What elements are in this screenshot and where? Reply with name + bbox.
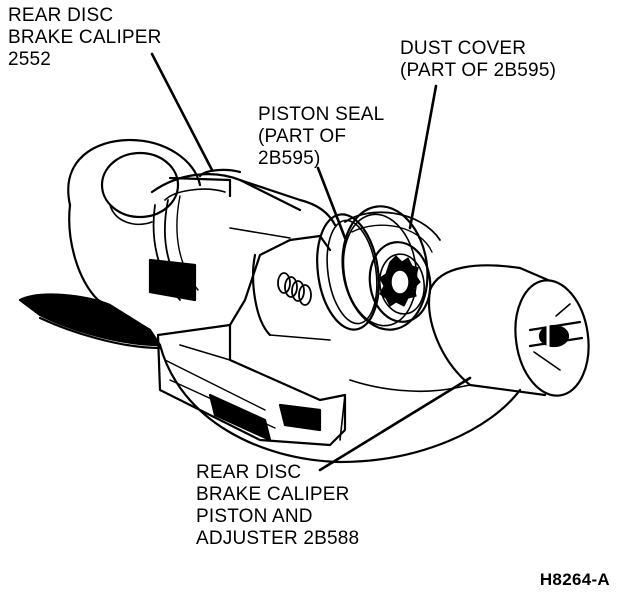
- callout-piston-adjuster: REAR DISC BRAKE CALIPER PISTON AND ADJUS…: [196, 462, 359, 550]
- callout-piston-seal: PISTON SEAL (PART OF 2B595): [258, 104, 384, 170]
- dust-cover: [341, 205, 441, 331]
- callout-dust-cover-line2: (PART OF 2B595): [400, 60, 557, 81]
- callout-piston-adjuster-line4: ADJUSTER 2B588: [196, 528, 360, 549]
- callout-dust-cover: DUST COVER (PART OF 2B595): [400, 38, 556, 82]
- piston: [428, 264, 590, 397]
- figure-id: H8264-A: [539, 570, 610, 589]
- callout-caliper-line3: 2552: [8, 49, 52, 70]
- leader-piston-seal: [316, 166, 347, 240]
- callout-dust-cover-line1: DUST COVER: [400, 38, 527, 59]
- callout-caliper: REAR DISC BRAKE CALIPER 2552: [8, 5, 162, 71]
- piston-seal: [316, 213, 380, 331]
- callout-piston-seal-line1: PISTON SEAL: [258, 104, 385, 125]
- adjuster-spring: [277, 272, 312, 306]
- leader-lines: [150, 52, 472, 472]
- callout-piston-seal-line3: 2B595): [258, 148, 321, 169]
- callout-piston-seal-line2: (PART OF: [258, 126, 347, 147]
- leader-piston-adjuster: [318, 376, 472, 472]
- callout-piston-adjuster-line1: REAR DISC: [196, 462, 302, 483]
- adjuster-face: [368, 241, 432, 323]
- callout-piston-adjuster-line2: BRAKE CALIPER: [196, 484, 350, 505]
- callout-caliper-line1: REAR DISC: [8, 5, 114, 26]
- leader-caliper: [150, 52, 214, 172]
- caliper-housing: [18, 138, 337, 350]
- leader-dust-cover: [408, 84, 438, 230]
- callout-caliper-line2: BRAKE CALIPER: [8, 27, 162, 48]
- callout-piston-adjuster-line3: PISTON AND: [196, 506, 313, 527]
